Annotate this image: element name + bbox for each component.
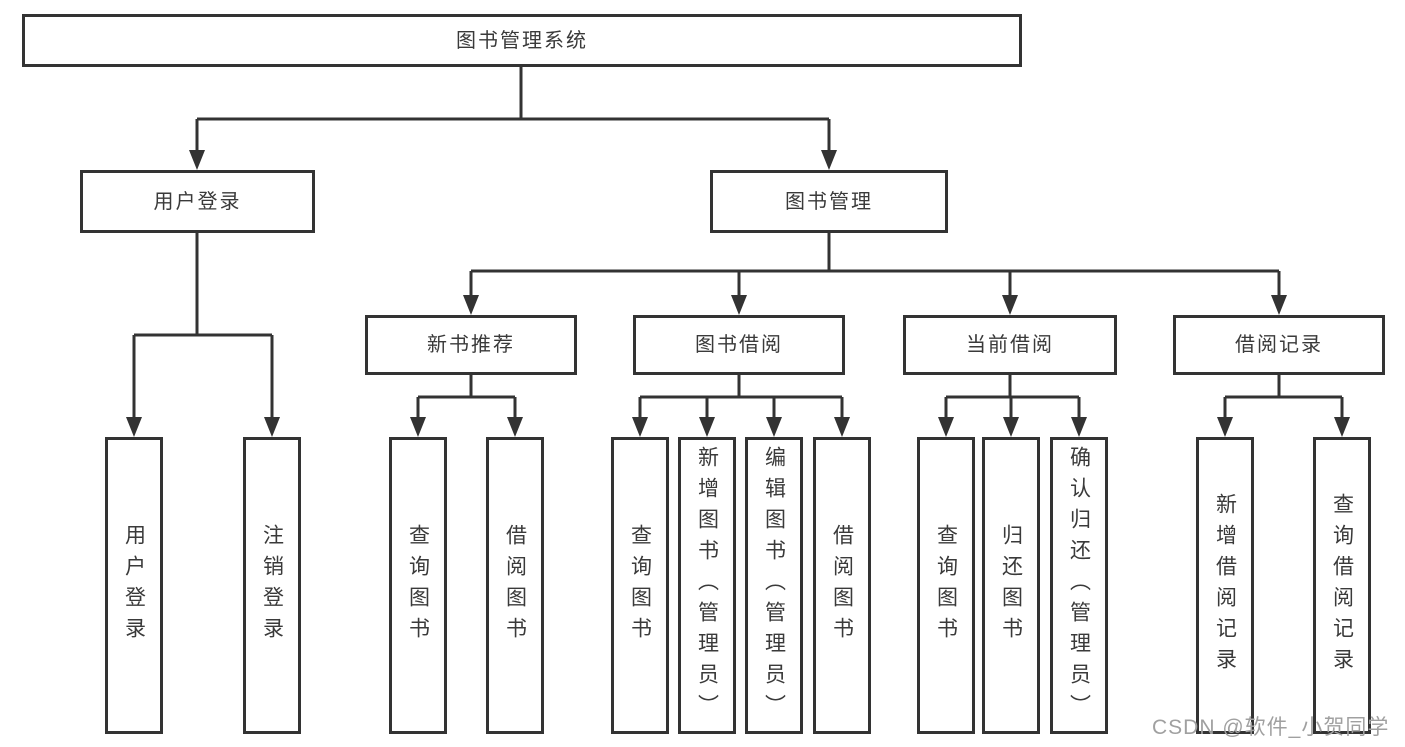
node-book-management: 图书管理 [710,170,948,233]
watermark: CSDN @软件_小贺同学 [1152,716,1390,739]
leaf-borrow-books: 借阅图书 [813,437,871,734]
leaf-add-borrow-record: 新增借阅记录 [1196,437,1254,734]
arrowhead [189,150,205,170]
leaf-query-books-current: 查询图书 [917,437,975,734]
arrowhead [463,295,479,315]
arrowhead [834,417,850,437]
leaf-logout: 注销登录 [243,437,301,734]
arrowhead [938,417,954,437]
leaf-query-books-recommend: 查询图书 [389,437,447,734]
arrowhead [1334,417,1350,437]
node-user-login: 用户登录 [80,170,315,233]
leaf-edit-books-admin: 编辑图书（管理员） [745,437,803,734]
arrowhead [410,417,426,437]
connector-root-to-level2 [195,67,831,154]
leaf-user-login: 用户登录 [105,437,163,734]
arrowhead [264,417,280,437]
node-root-library-system: 图书管理系统 [22,14,1022,67]
arrowheads [126,150,1350,437]
connector-new-book-recommend-to-leaves [416,375,517,421]
leaf-add-books-admin: 新增图书（管理员） [678,437,736,734]
arrowhead [632,417,648,437]
arrowhead [699,417,715,437]
leaf-confirm-return-admin: 确认归还（管理员） [1050,437,1108,734]
arrowhead [731,295,747,315]
arrowhead [507,417,523,437]
leaf-query-books-borrow: 查询图书 [611,437,669,734]
connector-borrow-records-to-leaves [1223,375,1344,421]
arrowhead [1071,417,1087,437]
leaf-return-books: 归还图书 [982,437,1040,734]
arrowhead [766,417,782,437]
connector-current-borrow-to-leaves [944,375,1081,421]
node-new-book-recommend: 新书推荐 [365,315,577,375]
arrowhead [1002,295,1018,315]
node-current-borrow: 当前借阅 [903,315,1117,375]
connector-book-borrow-to-leaves [638,375,844,421]
arrowhead [1217,417,1233,437]
connector-book-management-to-level3 [469,233,1281,299]
leaf-borrow-books-recommend: 借阅图书 [486,437,544,734]
node-borrow-records: 借阅记录 [1173,315,1385,375]
arrowhead [1271,295,1287,315]
arrowhead [126,417,142,437]
leaf-query-borrow-record: 查询借阅记录 [1313,437,1371,734]
connector-user-login-to-leaves [132,233,274,421]
node-book-borrow: 图书借阅 [633,315,845,375]
arrowhead [1003,417,1019,437]
arrowhead [821,150,837,170]
